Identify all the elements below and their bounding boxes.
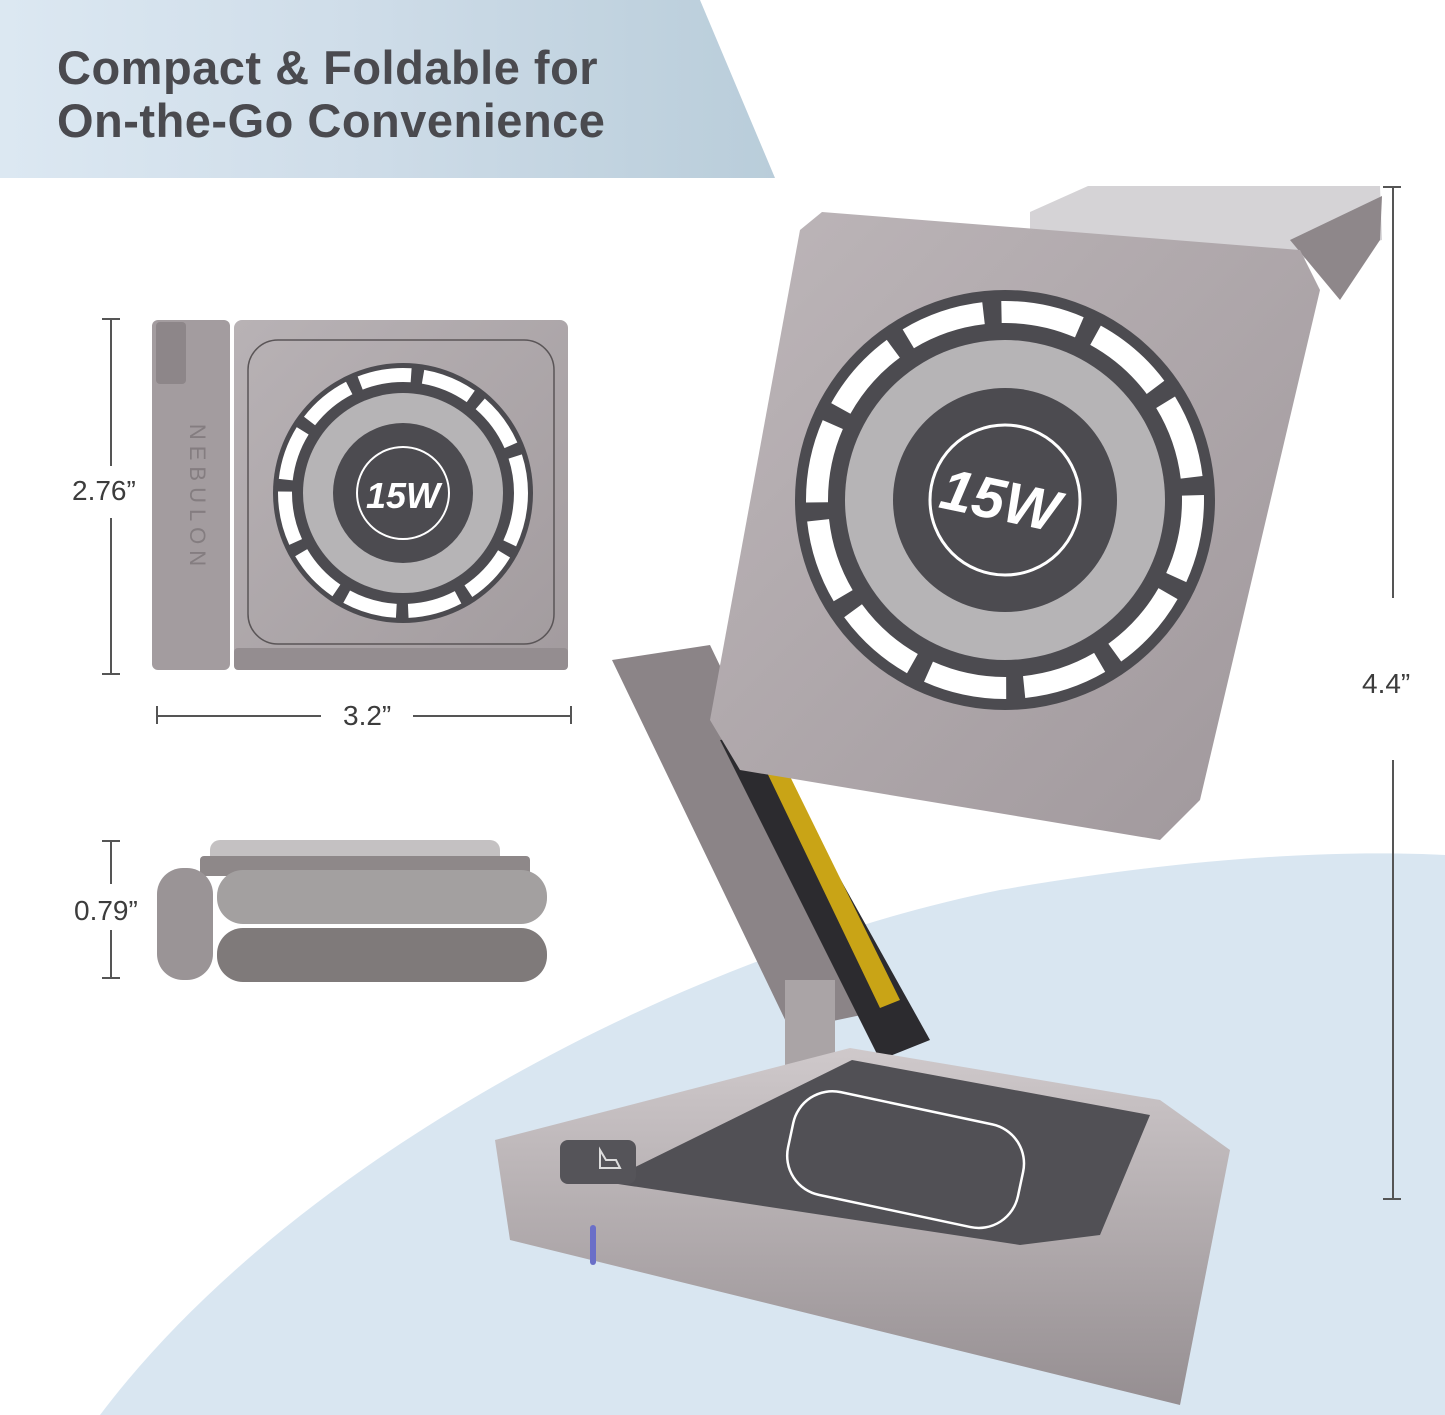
- power-badge-small: 15W: [366, 475, 443, 516]
- dim-line: [110, 518, 112, 674]
- dim-line: [110, 840, 112, 884]
- brand-logo: NEBULON: [185, 424, 210, 572]
- folded-height-label: 2.76”: [72, 475, 136, 506]
- headline-line-1: Compact & Foldable for: [57, 41, 599, 94]
- dim-line: [1392, 186, 1394, 598]
- folded-thickness-label: 0.79”: [74, 895, 138, 926]
- folded-front-view: 15W NEBULON: [152, 320, 568, 670]
- dim-cap: [102, 977, 120, 979]
- dim-cap: [1383, 1198, 1401, 1200]
- headline-banner: Compact & Foldable for On-the-Go Conveni…: [0, 0, 775, 178]
- dim-cap: [570, 706, 572, 724]
- folded-side-view: [157, 840, 547, 982]
- folded-width-label: 3.2”: [343, 700, 392, 731]
- dim-line: [1392, 760, 1394, 1200]
- headline-line-2: On-the-Go Convenience: [57, 94, 606, 147]
- dim-cap: [102, 673, 120, 675]
- dim-line: [156, 715, 321, 717]
- unfolded-stand: 15W: [495, 186, 1382, 1405]
- unfolded-height-label: 4.4”: [1362, 668, 1411, 699]
- dim-line: [413, 715, 571, 717]
- dim-line: [110, 318, 112, 466]
- dim-line: [110, 930, 112, 978]
